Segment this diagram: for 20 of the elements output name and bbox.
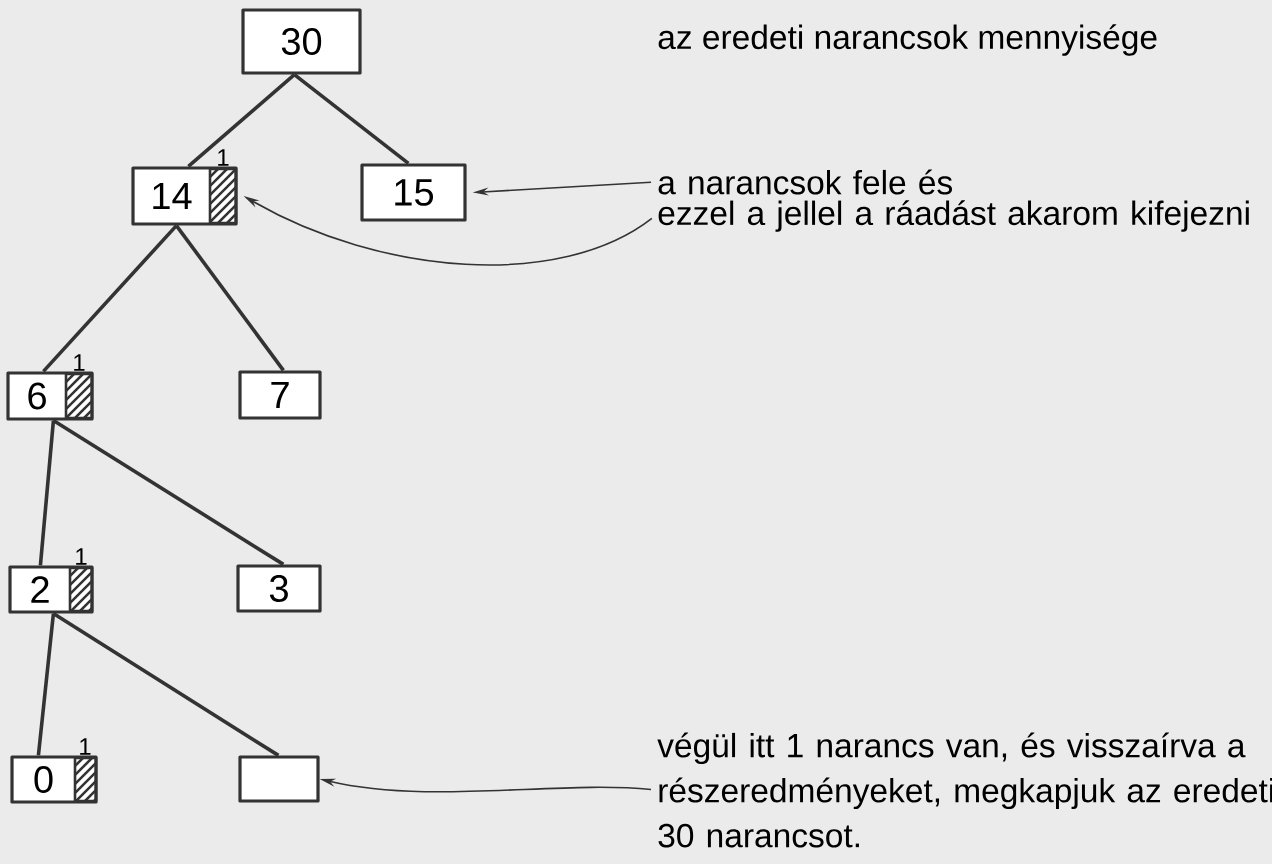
number-box: 3 bbox=[236, 564, 322, 613]
small-number: 1 bbox=[74, 354, 85, 371]
small-number: 1 bbox=[80, 738, 91, 755]
small-number: 1 bbox=[76, 548, 87, 565]
tree-line bbox=[174, 224, 285, 372]
tree-line bbox=[187, 73, 296, 168]
small-number: 1 bbox=[218, 149, 229, 166]
tree-line bbox=[42, 224, 178, 373]
empty-box bbox=[238, 755, 320, 803]
tree-line bbox=[52, 419, 285, 566]
tree-line bbox=[52, 612, 280, 757]
tree-line bbox=[293, 73, 410, 165]
tree-line bbox=[36, 613, 56, 756]
number-box: 15 bbox=[360, 163, 467, 222]
tree-line bbox=[38, 420, 56, 566]
number-box: 30 bbox=[241, 8, 362, 75]
number-box: 7 bbox=[238, 370, 322, 420]
annotation-text: ezzel a jellel a ráadást akarom kifejezni bbox=[658, 200, 1249, 232]
annotation-text: az eredeti narancsok mennyisége bbox=[658, 24, 1157, 56]
annotation-text: a narancsok fele és bbox=[658, 169, 952, 195]
